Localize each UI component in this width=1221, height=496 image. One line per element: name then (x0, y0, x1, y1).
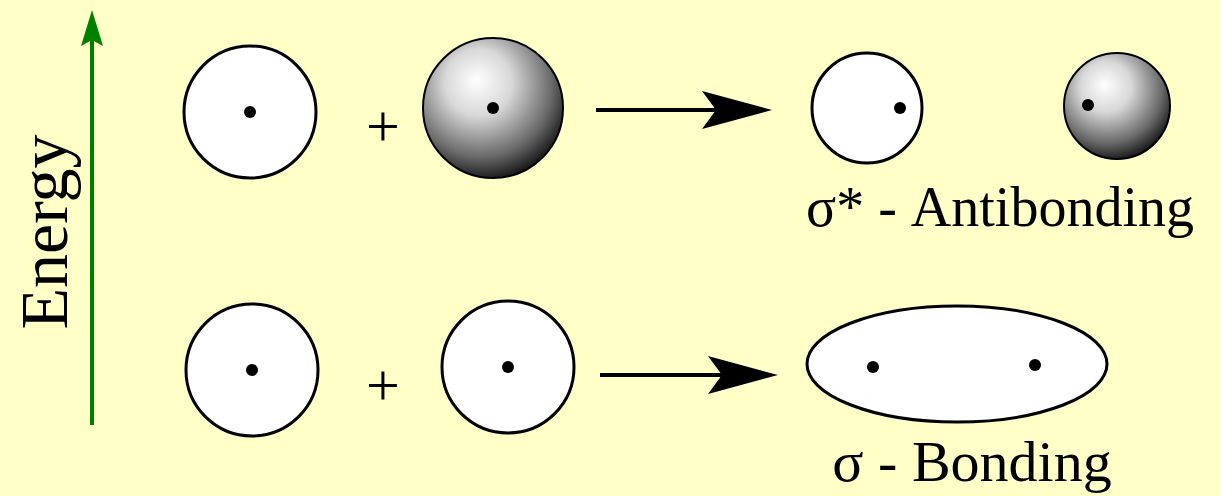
nucleus-dot (1029, 359, 1041, 371)
nucleus-dot (244, 106, 256, 118)
s-orbital (184, 46, 316, 178)
energy-axis (81, 10, 103, 425)
axis-line (90, 40, 94, 425)
arrowhead (708, 356, 778, 394)
antibonding-lobe (812, 53, 922, 163)
bonding-orbital (807, 306, 1107, 422)
nucleus-dot (487, 102, 499, 114)
plus-sign: + (366, 355, 400, 415)
axis-label: Energy (10, 134, 78, 329)
nucleus-dot (894, 102, 906, 114)
nucleus-dot (1082, 99, 1094, 111)
reaction-arrow (596, 108, 720, 112)
shaded-antibonding-lobe (1064, 53, 1170, 159)
orbital-caption: σ - Bonding (832, 433, 1111, 491)
orbital-caption: σ* - Antibonding (806, 179, 1194, 235)
arrowhead (702, 91, 772, 129)
shaded-s-orbital (423, 38, 563, 178)
nucleus-dot (502, 361, 514, 373)
axis-arrowhead (81, 10, 103, 46)
s-orbital (442, 301, 574, 433)
reaction-arrow (600, 373, 726, 377)
nucleus-dot (867, 361, 879, 373)
plus-sign: + (366, 96, 400, 156)
nucleus-dot (246, 364, 258, 376)
s-orbital (186, 304, 318, 436)
